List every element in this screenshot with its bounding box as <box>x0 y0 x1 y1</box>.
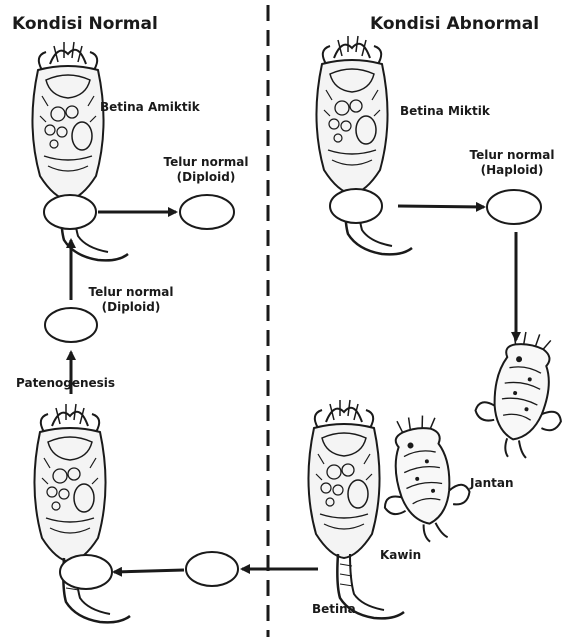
egg-telur-normal-haploid <box>487 190 541 224</box>
arrow-miktik-to-egg <box>398 206 484 207</box>
egg-telur-normal-diploid-mid <box>45 308 97 342</box>
label-egg-top-right-line1: Telur normal <box>470 148 555 163</box>
label-egg-top-right-line2: (Haploid) <box>481 163 544 178</box>
header-kondisi-abnormal: Kondisi Abnormal <box>370 14 539 34</box>
header-kondisi-normal: Kondisi Normal <box>12 14 158 34</box>
label-betina-amiktik: Betina Amiktik <box>100 100 200 115</box>
label-patenogenesis: Patenogenesis <box>16 376 115 391</box>
rotifer-betina-bottom-right <box>308 400 404 618</box>
label-egg-mid-left-line1: Telur normal <box>89 285 174 300</box>
label-egg-top-left-line2: (Diploid) <box>177 170 236 185</box>
egg-attached-bottom-left <box>60 555 112 589</box>
label-kawin: Kawin <box>380 548 421 563</box>
egg-fertilized-bottom <box>186 552 238 586</box>
label-betina-miktik: Betina Miktik <box>400 104 490 119</box>
egg-attached-top-right <box>330 189 382 223</box>
label-betina: Betina <box>312 602 356 617</box>
male-rotifer-kawin <box>373 411 476 548</box>
arrow-egg-to-female <box>114 570 184 572</box>
label-egg-mid-left-line2: (Diploid) <box>102 300 161 315</box>
label-jantan: Jantan <box>470 476 513 491</box>
egg-attached-top-left <box>44 195 96 229</box>
egg-telur-normal-diploid-top <box>180 195 234 229</box>
label-egg-top-left-line1: Telur normal <box>164 155 249 170</box>
male-rotifer-jantan <box>469 326 564 465</box>
